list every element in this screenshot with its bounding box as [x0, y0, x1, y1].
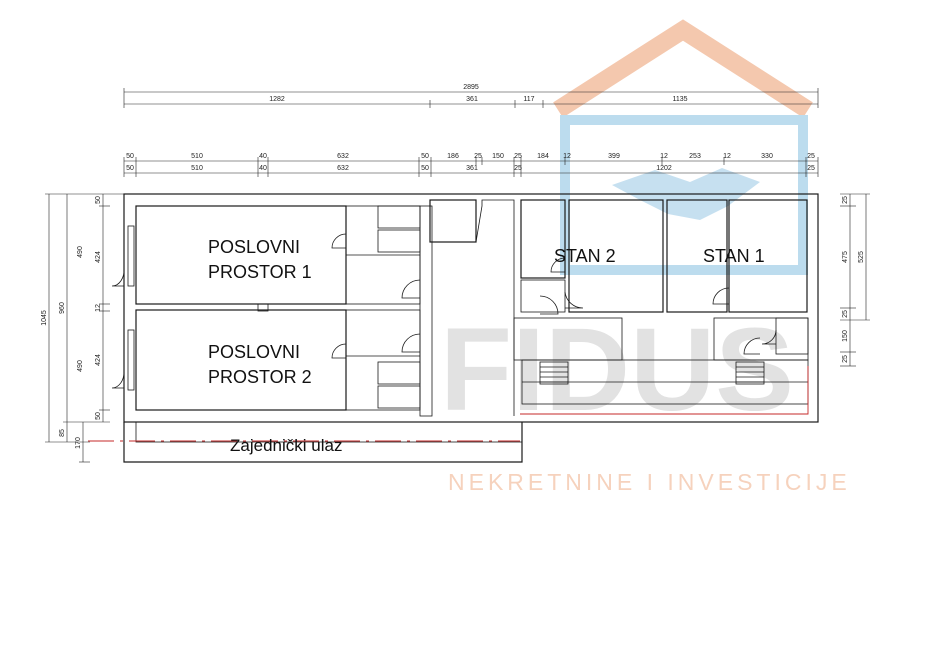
- dim-left-424a: 424: [95, 251, 102, 263]
- dim-top-total: 2895: [463, 84, 479, 91]
- watermark-logo: [553, 19, 813, 275]
- dim-right-25a: 25: [842, 196, 849, 204]
- dim-right-525: 525: [858, 251, 865, 263]
- building-walls: [123, 193, 819, 463]
- window-icon: [127, 225, 135, 287]
- left-dimensions: 1045 960 85 170 50 490 12 490 50 424 424: [41, 193, 125, 463]
- door-swing-icon: [331, 343, 347, 359]
- dim-r3-15: 330: [761, 153, 773, 160]
- dim-r3-6: 25: [474, 153, 482, 160]
- dim-r4-3: 632: [337, 165, 349, 172]
- watermark-tagline: NEKRETNINE I INVESTICIJE: [448, 469, 851, 495]
- dim-left-424b: 424: [95, 354, 102, 366]
- dim-r4-0: 50: [126, 165, 134, 172]
- door-swing-icon: [712, 287, 730, 305]
- room-label-stan-2: STAN 2: [554, 246, 616, 266]
- door-swing-icon: [564, 291, 584, 309]
- dim-r4-6: 25: [514, 165, 522, 172]
- door-swing-icon: [401, 333, 421, 353]
- dim-top-117: 117: [523, 96, 534, 103]
- room-label-poslovni-1: POSLOVNI: [208, 237, 300, 257]
- dim-right-475: 475: [842, 251, 849, 263]
- room-label-stan-1: STAN 1: [703, 246, 765, 266]
- dim-left-490b: 490: [77, 360, 84, 372]
- room-label-prostor-1: PROSTOR 1: [208, 262, 312, 282]
- doors: [111, 225, 777, 391]
- dim-r3-8: 25: [514, 153, 522, 160]
- dim-r4-1: 510: [191, 165, 203, 172]
- room-label-common-entrance: Zajednički ulaz: [230, 436, 342, 455]
- dim-right-25b: 25: [842, 310, 849, 318]
- dim-r4-4: 50: [421, 165, 429, 172]
- dim-left-490a: 490: [77, 246, 84, 258]
- dim-left-total: 1045: [41, 310, 48, 326]
- dim-r3-16: 25: [807, 153, 815, 160]
- dim-r3-0: 50: [126, 153, 134, 160]
- door-swing-icon: [539, 295, 559, 315]
- dim-left-960: 960: [59, 302, 66, 314]
- dim-r3-14: 12: [723, 153, 731, 160]
- stairs-right-icon: [735, 361, 765, 385]
- right-dimensions: 525 25 475 25 150 25: [840, 193, 870, 367]
- door-swing-icon: [550, 257, 566, 273]
- dim-right-150: 150: [842, 330, 849, 342]
- dim-r3-12: 12: [660, 153, 668, 160]
- door-swing-icon: [111, 371, 125, 389]
- stairs-left-icon: [539, 361, 569, 385]
- dim-top-1282: 1282: [269, 96, 285, 103]
- door-swing-icon: [331, 233, 347, 249]
- dim-r4-8: 25: [807, 165, 815, 172]
- dim-left-12: 12: [95, 304, 102, 312]
- watermark-brand: FIDUS: [440, 304, 794, 436]
- dim-left-50b: 50: [95, 412, 102, 420]
- top-dimensions: 2895 1282 361 117 1135 50 510 40 632 50 …: [123, 84, 819, 177]
- room-label-prostor-2: PROSTOR 2: [208, 367, 312, 387]
- door-swing-icon: [401, 279, 421, 299]
- boundary-lines: [88, 366, 809, 442]
- room-label-poslovni-2: POSLOVNI: [208, 342, 300, 362]
- dim-r4-5: 361: [466, 165, 478, 172]
- dim-r3-7: 150: [492, 153, 504, 160]
- dim-r3-13: 253: [689, 153, 701, 160]
- watermark-roof-icon: [553, 19, 813, 118]
- dim-left-50a: 50: [95, 196, 102, 204]
- dim-left-170: 170: [75, 437, 82, 449]
- dim-left-85: 85: [59, 429, 66, 437]
- dim-r4-7: 1202: [656, 165, 672, 172]
- dim-top-1135: 1135: [672, 96, 687, 103]
- dim-r3-2: 40: [259, 153, 267, 160]
- dim-r3-9: 184: [537, 153, 549, 160]
- dim-r3-3: 632: [337, 153, 349, 160]
- dim-right-25c: 25: [842, 355, 849, 363]
- watermark-frame-icon: [560, 115, 808, 275]
- dim-top-361: 361: [466, 96, 478, 103]
- dim-r3-11: 399: [608, 153, 620, 160]
- door-swing-icon: [743, 337, 761, 355]
- window-icon: [127, 329, 135, 391]
- dim-r3-5: 186: [447, 153, 459, 160]
- door-swing-icon: [761, 329, 777, 345]
- dim-r3-4: 50: [421, 153, 429, 160]
- door-swing-icon: [111, 267, 125, 287]
- dim-r3-1: 510: [191, 153, 203, 160]
- dim-r4-2: 40: [259, 165, 267, 172]
- dim-r3-10: 12: [563, 153, 571, 160]
